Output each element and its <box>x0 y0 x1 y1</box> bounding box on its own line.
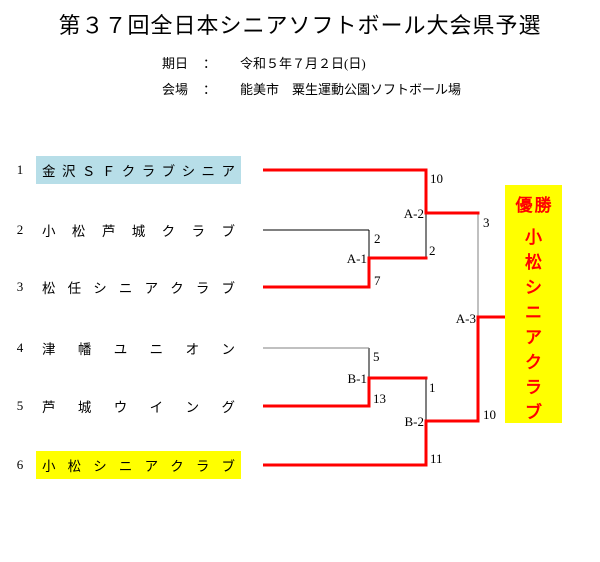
score-b2-top: 1 <box>429 380 436 395</box>
team-row-3: 3 松任シニアクラブ <box>0 273 262 301</box>
team-row-5: 5 芦城ウイング <box>0 392 262 420</box>
team-row-4: 4 津幡ユニオン <box>0 334 262 362</box>
seed-number: 5 <box>16 398 24 413</box>
venue-label: 会場 <box>162 82 189 97</box>
neutral-lines <box>263 213 479 349</box>
seed-number: 3 <box>16 279 24 294</box>
match-label-b2: B-2 <box>404 414 425 429</box>
score-b2-bottom: 11 <box>430 451 443 466</box>
seed-number: 6 <box>16 457 24 472</box>
score-a3-bottom: 10 <box>483 407 496 422</box>
champion-name: 小松シニアクラブ <box>525 228 542 422</box>
team-row-6: 6 小松シニアクラブ <box>0 451 262 479</box>
match-label-b1: B-1 <box>347 371 368 386</box>
tournament-title: 第３７回全日本シニアソフトボール大会県予選 <box>58 13 542 38</box>
score-b1-top: 5 <box>373 349 380 364</box>
winner-path-lines <box>263 168 506 467</box>
team-name: 津幡ユニオン <box>42 342 235 357</box>
match-label-a3: A-3 <box>455 311 476 326</box>
date-colon: ： <box>203 56 217 71</box>
venue-value: 能美市 粟生運動公園ソフトボール場 <box>240 82 462 97</box>
seed-number: 4 <box>16 340 24 355</box>
score-a1-top: 2 <box>374 231 381 246</box>
team-name: 小松シニアクラブ <box>36 451 241 479</box>
venue-colon: ： <box>203 82 217 97</box>
date-value: 令和５年７月２日(日) <box>240 56 366 71</box>
seed-number: 2 <box>16 222 24 237</box>
match-label-a2: A-2 <box>403 206 424 221</box>
date-label: 期日 <box>162 56 189 71</box>
seed-number: 1 <box>16 162 24 177</box>
champion-box: 優勝 小松シニアクラブ <box>505 185 562 423</box>
score-a2-top: 10 <box>430 171 443 186</box>
score-b1-bottom: 13 <box>373 391 386 406</box>
champion-label: 優勝 <box>515 196 554 215</box>
score-a1-bottom: 7 <box>374 273 381 288</box>
team-name: 松任シニアクラブ <box>42 281 235 296</box>
team-row-2: 2 小松芦城クラブ <box>0 216 262 244</box>
score-a2-bottom: 2 <box>429 243 436 258</box>
match-label-a1: A-1 <box>346 251 367 266</box>
team-name: 芦城ウイング <box>42 400 235 415</box>
score-a3-top: 3 <box>483 215 490 230</box>
team-name: 小松芦城クラブ <box>42 224 235 239</box>
